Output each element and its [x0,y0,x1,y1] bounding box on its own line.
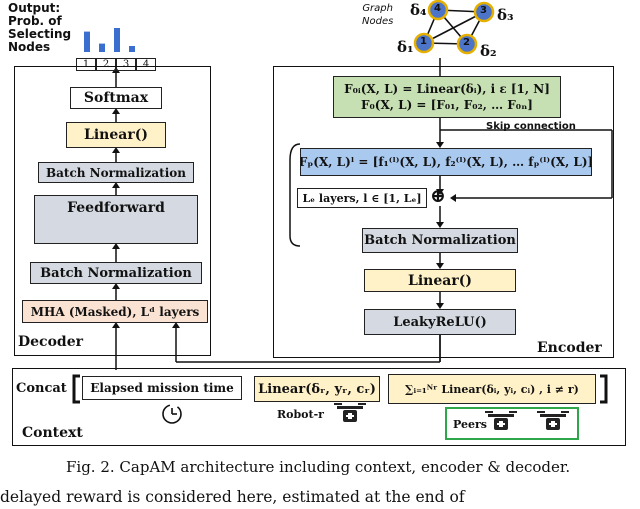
concat-label: Concat [16,381,67,396]
graph-node-3 [473,1,495,23]
graph-nodes-label: Graph Nodes [362,3,394,27]
output-slot-4: 4 [136,58,156,71]
prob-bar-1 [84,31,90,52]
decoder-title: Decoder [18,334,83,350]
peers-label: Peers [453,418,487,431]
peers-box [445,407,579,440]
embedding-formula-1: F₀ᵢ(X, L) = Linear(δᵢ), i ε [1, N] [344,82,550,96]
figure-caption: Fig. 2. CapAM architecture including con… [66,458,571,476]
leaky-relu-block: LeakyReLU() [364,309,516,335]
decoder-linear-block: Linear() [66,122,166,148]
attention-layer-block: Fₚ(X, L)ˡ = [f₁⁽ˡ⁾(X, L), f₂⁽ˡ⁾(X, L), …… [300,148,592,176]
mha-block: MHA (Masked), Lᵈ layers [22,300,208,323]
encoder-linear-block: Linear() [364,269,516,292]
prob-bar-4 [129,46,135,52]
skip-connection-label: Skip connection [486,121,576,132]
feedforward-block: Feedforward [34,195,198,244]
concat-bracket [72,374,608,404]
drone-icon-peer-2 [537,411,569,430]
probability-bars [84,28,135,52]
node-2-symbol: δ₂ [480,42,497,60]
output-slot-2: 2 [96,58,116,71]
output-label: Output: Prob. of Selecting Nodes [8,1,72,54]
graph-node-2 [456,33,478,55]
context-title: Context [22,425,83,441]
encoder-title: Encoder [537,340,602,356]
output-slots: 1 2 3 4 [76,58,156,71]
robot-linear-box: Linear(ẟᵣ, yᵣ, cᵣ) [254,376,380,402]
peers-linear-box: ∑ᵢ₌₁ᴺʳ Linear(ẟᵢ, yᵢ, cᵢ) , i ≠ r) [388,374,596,404]
elapsed-time-box: Elapsed mission time [82,376,242,400]
context-frame [12,368,626,446]
prob-bar-2 [99,43,105,52]
clock-icon [162,404,182,424]
body-text-line: delayed reward is considered here, estim… [0,488,465,506]
encoder-arrows [289,58,613,362]
node-1-symbol: δ₁ [397,38,414,56]
encoder-batchnorm: Batch Normalization [362,228,518,253]
add-symbol: ⊕ [430,185,446,207]
embedding-block: F₀ᵢ(X, L) = Linear(δᵢ), i ε [1, N] F₀(X,… [333,76,561,118]
embedding-formula-2: F₀(X, L) = [F₀₁, F₀₂, … F₀ₙ] [361,98,533,112]
decoder-frame [14,66,211,356]
node-3-number: 3 [480,5,487,16]
graph-node-4 [427,0,449,21]
decoder-batchnorm-2: Batch Normalization [30,262,202,284]
decoder-batchnorm-1: Batch Normalization [38,162,194,183]
feedforward-label: Feedforward [67,200,165,216]
graph-node-1 [413,32,435,54]
robot-label: Robot-r [277,408,324,421]
drone-icon-robot [334,403,366,422]
node-4-symbol: δ₄ [410,1,427,19]
softmax-block: Softmax [70,87,162,109]
encoder-frame [273,66,614,358]
decoder-arrows [115,73,441,370]
node-4-number: 4 [434,3,441,14]
node-3-symbol: δ₃ [497,6,514,24]
encoder-layers-box: Lₑ layers, l ∈ [1, Lₑ] [297,188,427,208]
prob-bar-3 [114,28,120,52]
output-slot-3: 3 [116,58,136,71]
node-1-number: 1 [420,36,427,47]
output-slot-1: 1 [76,58,96,71]
drone-icon-peer-1 [485,411,517,430]
node-2-number: 2 [463,37,470,48]
